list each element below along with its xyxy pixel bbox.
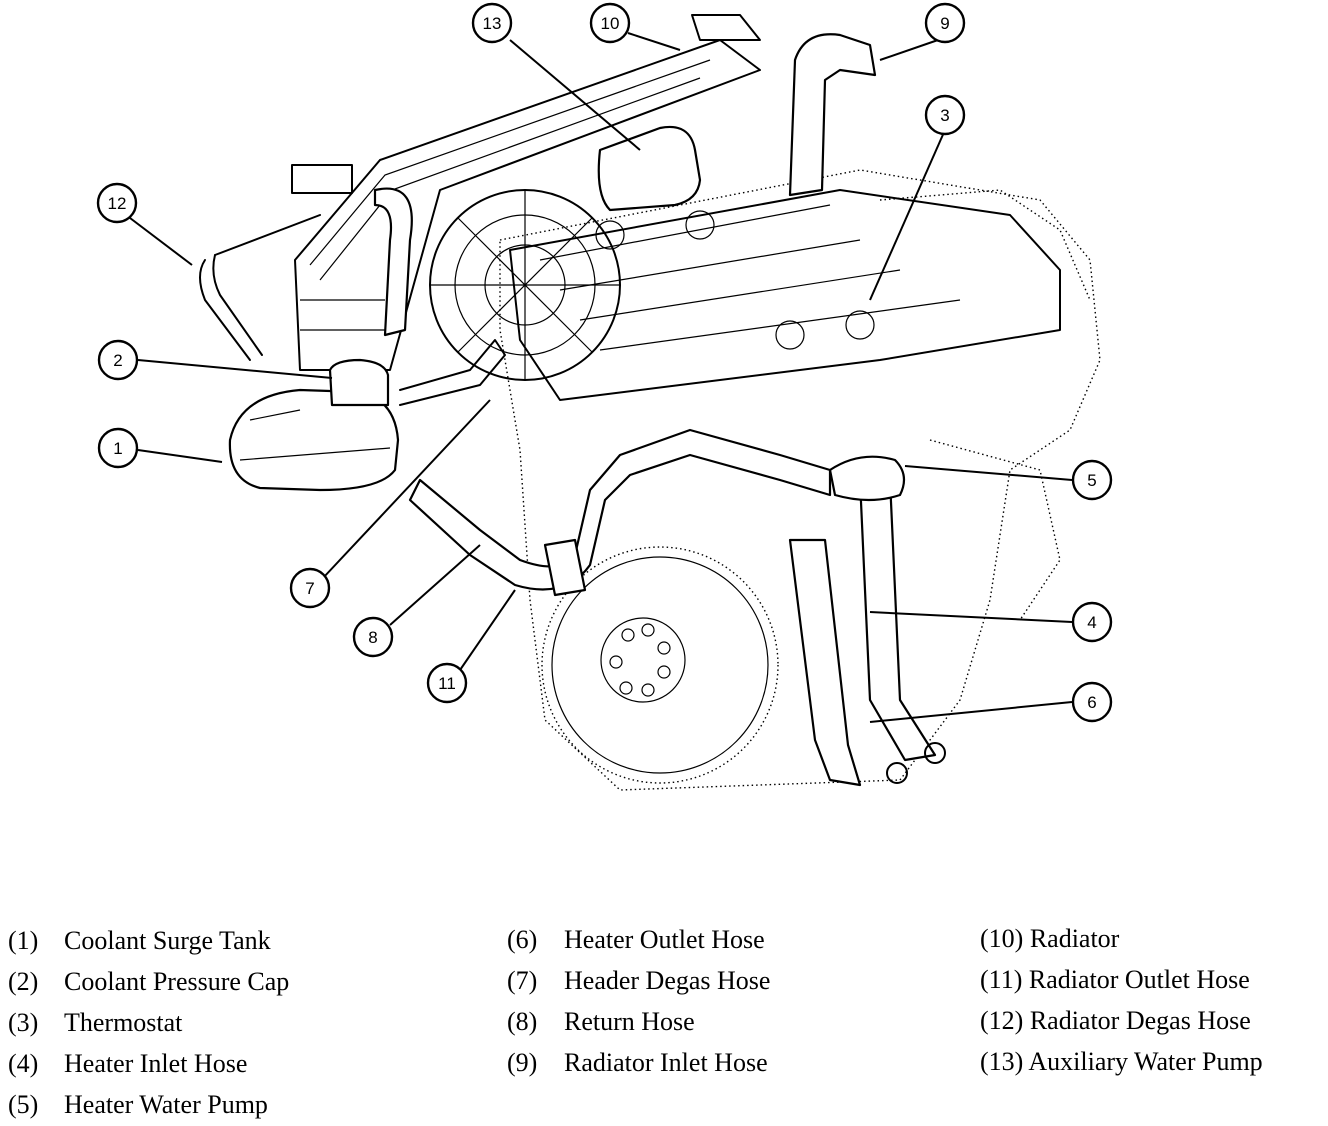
legend-item: (10) Radiator <box>980 924 1120 953</box>
callout-6: 6 <box>1071 681 1113 723</box>
legend-label: Heater Inlet Hose <box>64 1049 248 1078</box>
parts-legend: (1) Coolant Surge Tank (2) Coolant Press… <box>0 918 1328 1126</box>
legend-number: (7) <box>507 966 538 995</box>
svg-text:1: 1 <box>113 439 122 458</box>
callout-3: 3 <box>924 94 966 136</box>
coolant-surge-tank <box>228 358 400 492</box>
hoses <box>199 33 946 787</box>
svg-text:7: 7 <box>305 579 314 598</box>
svg-text:5: 5 <box>1087 471 1096 490</box>
legend-item: (12) Radiator Degas Hose <box>980 1006 1251 1035</box>
legend-label: Coolant Surge Tank <box>64 926 271 955</box>
legend-label: Thermostat <box>64 1008 183 1037</box>
svg-text:12: 12 <box>108 194 127 213</box>
legend-number: (5) <box>8 1090 39 1119</box>
callout-11: 11 <box>426 662 468 704</box>
svg-text:9: 9 <box>940 14 949 33</box>
svg-text:4: 4 <box>1087 613 1096 632</box>
leader-lines <box>129 32 1073 723</box>
legend-number: (3) <box>8 1008 39 1037</box>
callout-9: 9 <box>924 2 966 44</box>
legend-label: Heater Water Pump <box>64 1090 268 1119</box>
callout-5: 5 <box>1071 459 1113 501</box>
legend-label: Radiator Inlet Hose <box>564 1048 768 1077</box>
callout-4: 4 <box>1071 601 1113 643</box>
flywheel <box>541 546 779 784</box>
callout-13: 13 <box>471 2 513 44</box>
legend-item: (13) Auxiliary Water Pump <box>980 1047 1263 1076</box>
callout-1: 1 <box>97 427 139 469</box>
legend-number: (1) <box>8 926 39 955</box>
legend-item: (11) Radiator Outlet Hose <box>980 965 1250 994</box>
engine-block <box>499 169 1101 791</box>
callout-8: 8 <box>352 616 394 658</box>
legend-label: Coolant Pressure Cap <box>64 967 290 996</box>
callout-12: 12 <box>96 182 138 224</box>
legend-number: (8) <box>507 1007 538 1036</box>
svg-text:2: 2 <box>113 351 122 370</box>
svg-text:8: 8 <box>368 628 377 647</box>
callout-2: 2 <box>97 339 139 381</box>
svg-text:10: 10 <box>601 14 620 33</box>
svg-text:6: 6 <box>1087 693 1096 712</box>
legend-number: (9) <box>507 1048 538 1077</box>
legend-number: (4) <box>8 1049 39 1078</box>
legend-number: (2) <box>8 967 39 996</box>
legend-label: Header Degas Hose <box>564 966 771 995</box>
cooling-system-diagram: 1 2 3 4 5 6 7 8 9 10 11 12 <box>96 2 1113 791</box>
legend-number: (6) <box>507 925 538 954</box>
svg-text:13: 13 <box>483 14 502 33</box>
svg-text:3: 3 <box>940 106 949 125</box>
fan-shroud <box>429 189 621 381</box>
legend-label: Return Hose <box>564 1007 695 1036</box>
svg-text:11: 11 <box>438 674 456 693</box>
callout-7: 7 <box>289 567 331 609</box>
legend-label: Heater Outlet Hose <box>564 925 765 954</box>
callout-10: 10 <box>589 2 631 44</box>
